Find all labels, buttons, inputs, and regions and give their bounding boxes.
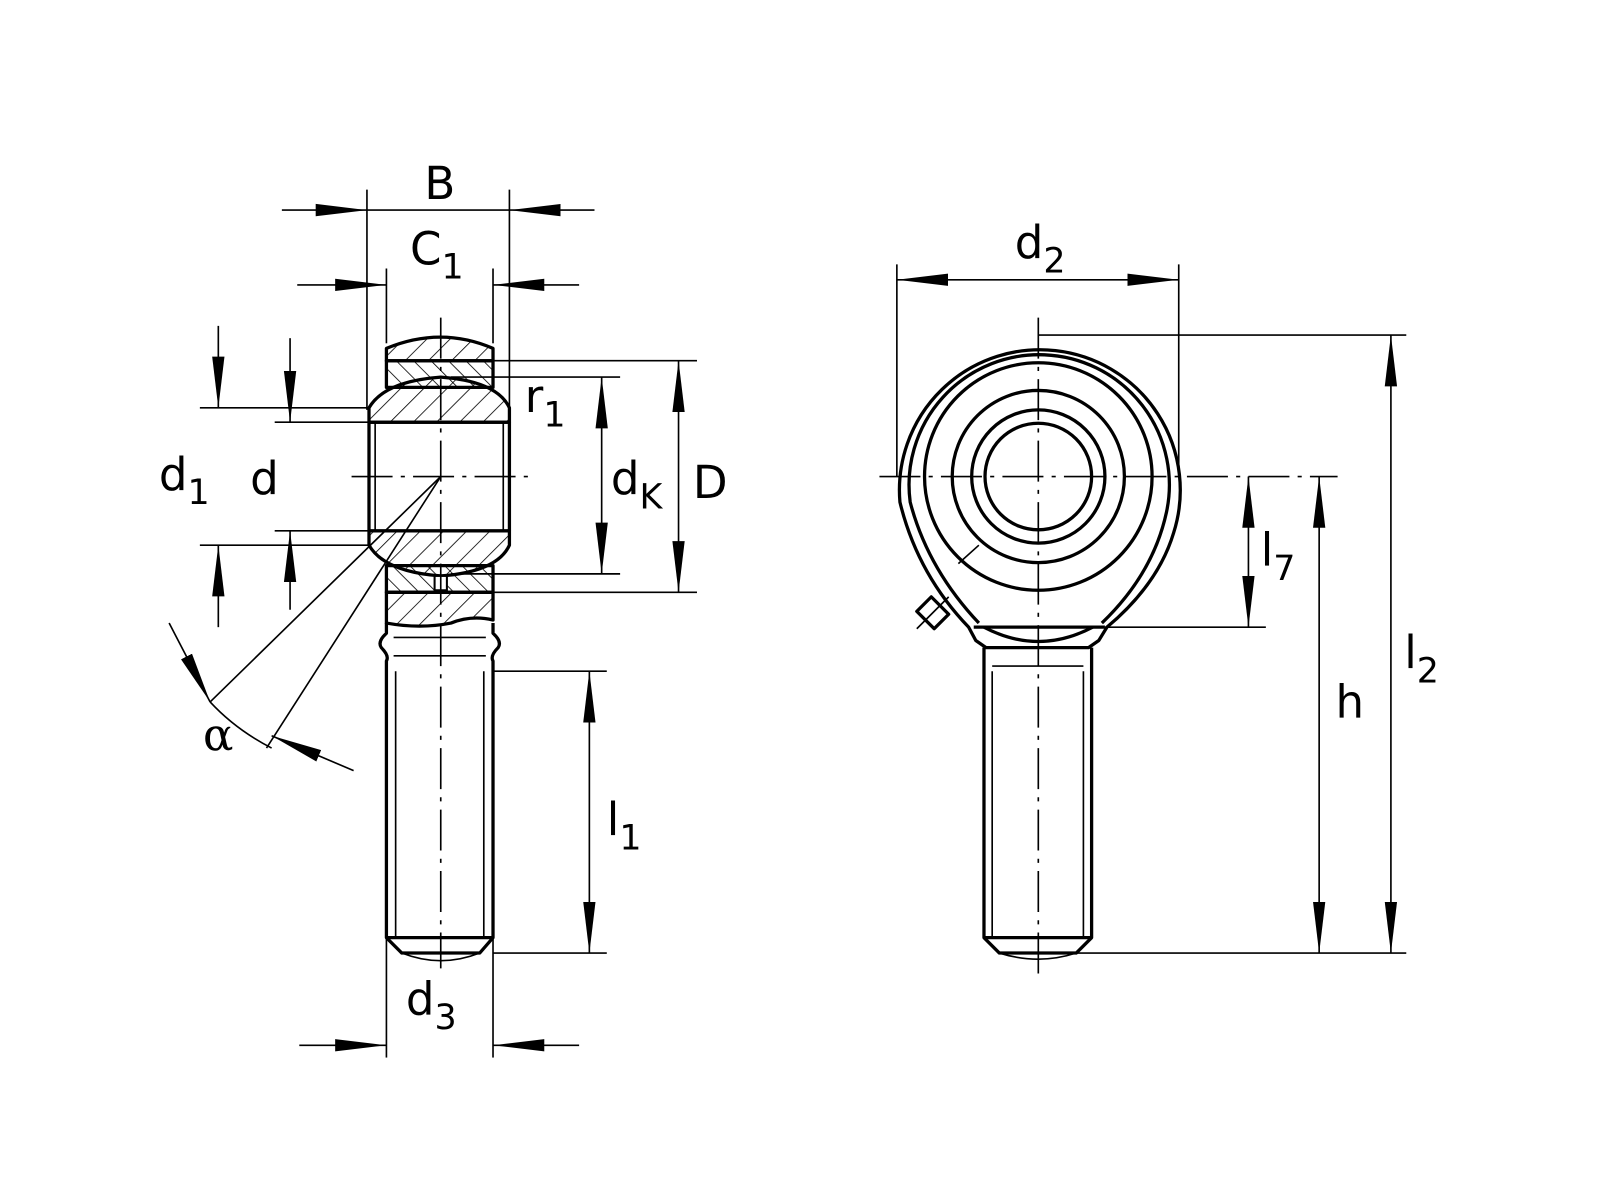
- neck: [378, 623, 501, 955]
- label-C1: C1: [410, 222, 464, 287]
- lube-nipple-icon: [915, 595, 951, 631]
- label-l1: l1: [607, 793, 642, 858]
- dimension-l7: [1104, 476, 1266, 628]
- dimension-d: [274, 338, 369, 610]
- dimension-C1: [297, 268, 580, 344]
- label-d: d: [250, 452, 279, 505]
- dimension-l1: [493, 670, 607, 954]
- dimension-dK: [450, 376, 621, 575]
- housing-bottom-section: [384, 590, 495, 628]
- label-r1: r1: [525, 370, 566, 435]
- label-d2: d2: [1015, 216, 1066, 281]
- ball-top-section: [367, 375, 512, 424]
- label-d1: d1: [159, 448, 210, 513]
- label-h: h: [1336, 675, 1365, 728]
- section-view: [209, 317, 528, 969]
- dimension-d2: [896, 264, 1180, 477]
- label-l2: l2: [1404, 626, 1439, 691]
- housing-outline: [897, 348, 1182, 650]
- label-D: D: [693, 456, 728, 509]
- dimension-D: [493, 359, 697, 594]
- dimension-B: [281, 189, 595, 410]
- dimension-d1: [199, 325, 369, 628]
- dimension-alpha: [168, 622, 354, 772]
- front-view: [879, 317, 1338, 974]
- housing-top-section: [384, 335, 495, 363]
- label-d3: d3: [406, 973, 457, 1038]
- dimension-d3: [299, 937, 580, 1058]
- label-alpha: α: [203, 708, 233, 761]
- label-dK: dK: [611, 452, 664, 517]
- dimension-l2: [1038, 334, 1407, 954]
- housing-inner-outline: [907, 353, 1172, 625]
- label-B: B: [424, 157, 455, 210]
- label-l7: l7: [1261, 524, 1296, 589]
